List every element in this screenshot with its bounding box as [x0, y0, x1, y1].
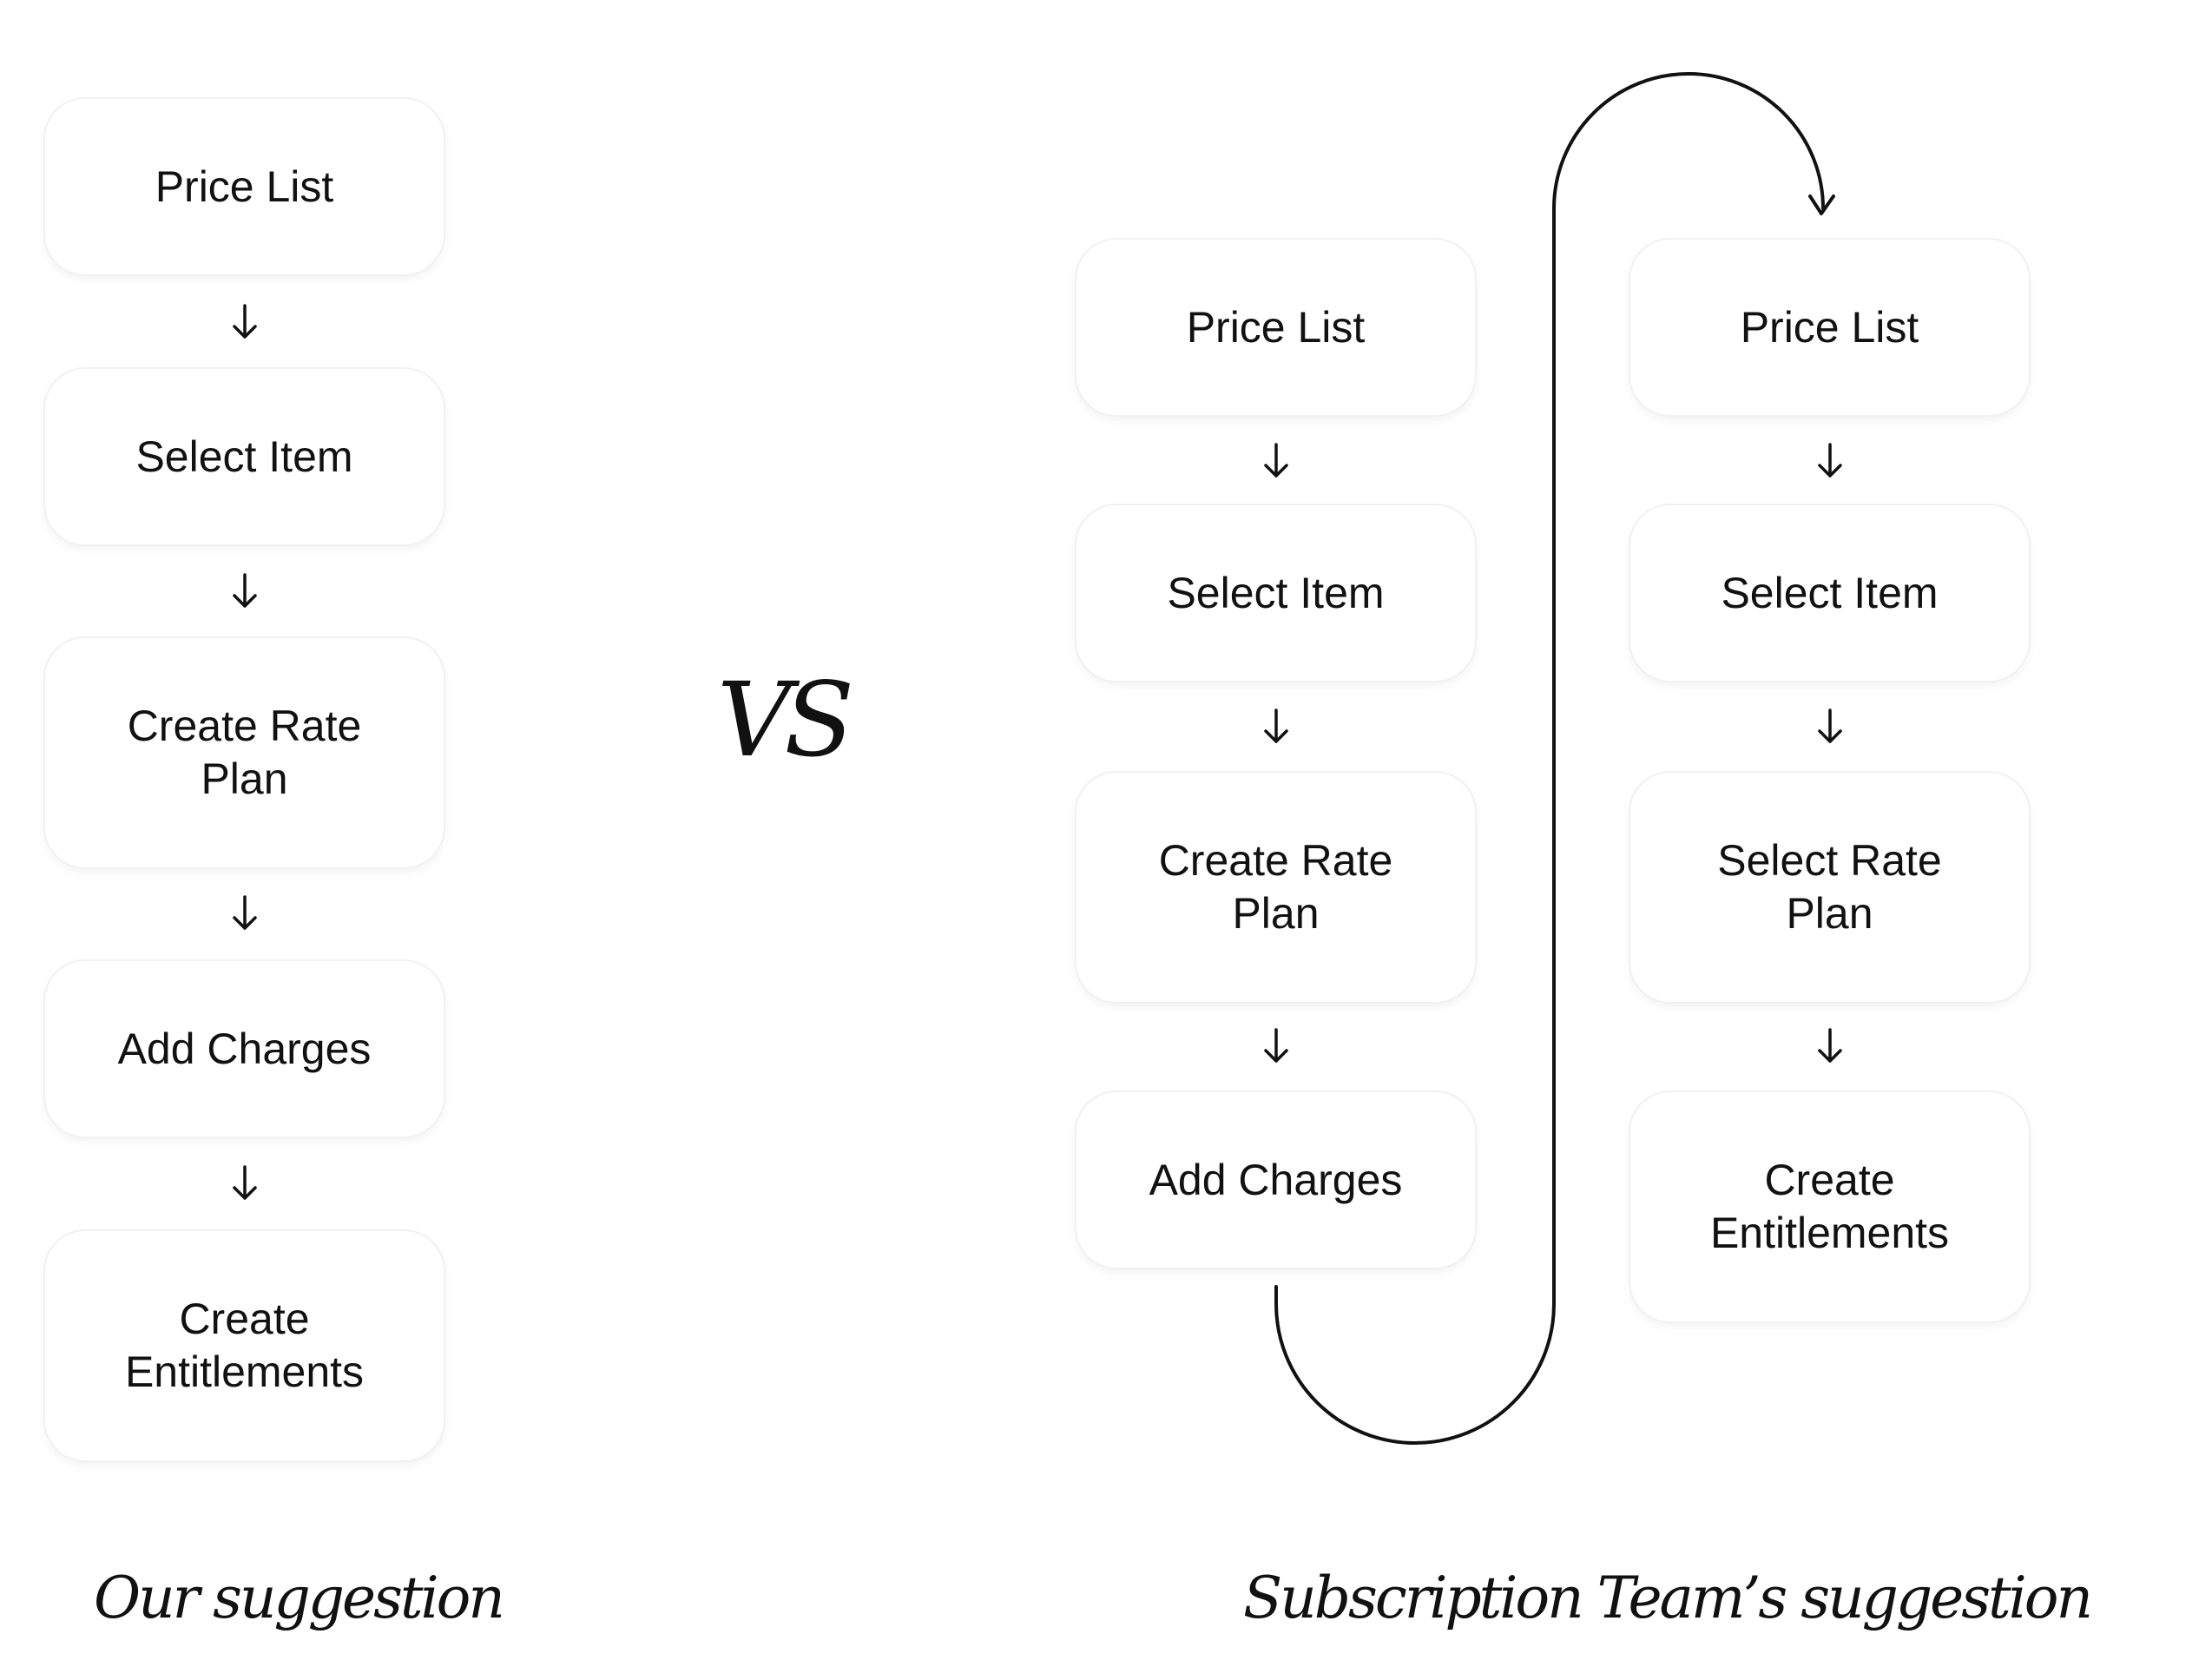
step-label-line: Add Charges	[117, 1024, 372, 1073]
step-label-line: Entitlements	[124, 1347, 365, 1396]
step-label-line: Create Rate	[1158, 836, 1393, 885]
right-step-price-list-2-label: Price List	[1741, 301, 1919, 354]
right-flow-caption: Subscription Team’s suggestion	[1243, 1565, 2093, 1631]
loop-connector-path	[1274, 72, 1825, 1445]
step-label-line: Plan	[1232, 889, 1320, 938]
right-step-select-rate-plan-label: Select Rate Plan	[1717, 834, 1941, 940]
step-label-line: Select Item	[135, 432, 353, 481]
vs-label: VS	[717, 660, 854, 780]
step-label-line: Create Rate	[127, 702, 362, 750]
step-label-line: Plan	[201, 754, 288, 803]
left-step-create-entitlements-label: Create Entitlements	[125, 1293, 364, 1399]
right-step-select-item-label: Select Item	[1167, 567, 1384, 620]
left-step-price-list-label: Price List	[155, 161, 334, 214]
left-flow-caption: Our suggestion	[94, 1565, 505, 1631]
left-step-create-rate-plan: Create Rate Plan	[45, 638, 444, 867]
right-step-price-list-2: Price List	[1630, 240, 2029, 415]
right-step-select-rate-plan: Select Rate Plan	[1630, 773, 2029, 1002]
left-step-add-charges: Add Charges	[45, 961, 444, 1137]
step-label-line: Entitlements	[1709, 1209, 1950, 1257]
down-arrow-icon	[233, 895, 257, 930]
right-step-create-rate-plan-label: Create Rate Plan	[1159, 834, 1393, 940]
step-label-line: Select Rate	[1717, 836, 1942, 885]
left-step-create-entitlements: Create Entitlements	[45, 1231, 444, 1460]
right-step-price-list: Price List	[1076, 240, 1475, 415]
right-step-add-charges: Add Charges	[1076, 1092, 1475, 1268]
down-arrow-icon	[233, 304, 257, 339]
step-label-line: Plan	[1786, 889, 1873, 938]
left-step-price-list: Price List	[45, 99, 444, 274]
step-label-line: Price List	[155, 161, 334, 211]
left-step-create-rate-plan-label: Create Rate Plan	[128, 700, 362, 806]
right-step-price-list-label: Price List	[1187, 301, 1366, 354]
right-step-create-entitlements: Create Entitlements	[1630, 1092, 2029, 1321]
step-label-line: Create	[1764, 1156, 1895, 1204]
loop-connector-arrowhead	[1808, 194, 1835, 215]
step-label-line: Price List	[1186, 302, 1366, 352]
step-label-line: Add Charges	[1149, 1155, 1403, 1204]
right-step-add-charges-label: Add Charges	[1149, 1154, 1403, 1207]
down-arrow-icon	[233, 1165, 257, 1200]
down-arrow-icon	[1264, 708, 1288, 743]
step-label-line: Select Item	[1721, 568, 1939, 617]
right-step-create-rate-plan: Create Rate Plan	[1076, 773, 1475, 1002]
down-arrow-icon	[1818, 1028, 1842, 1063]
down-arrow-icon	[233, 573, 257, 608]
left-step-add-charges-label: Add Charges	[118, 1023, 372, 1076]
left-step-select-item: Select Item	[45, 369, 444, 544]
step-label-line: Create	[179, 1295, 310, 1343]
down-arrow-icon	[1264, 1028, 1288, 1063]
down-arrow-icon	[1818, 708, 1842, 743]
right-step-create-entitlements-label: Create Entitlements	[1710, 1154, 1949, 1260]
down-arrow-icon	[1818, 443, 1842, 478]
right-step-select-item-2: Select Item	[1630, 505, 2029, 681]
left-step-select-item-label: Select Item	[135, 431, 352, 484]
step-label-line: Select Item	[1167, 568, 1385, 617]
right-step-select-item-2-label: Select Item	[1721, 567, 1938, 620]
down-arrow-icon	[1264, 443, 1288, 478]
right-step-select-item: Select Item	[1076, 505, 1475, 681]
step-label-line: Price List	[1740, 302, 1919, 352]
